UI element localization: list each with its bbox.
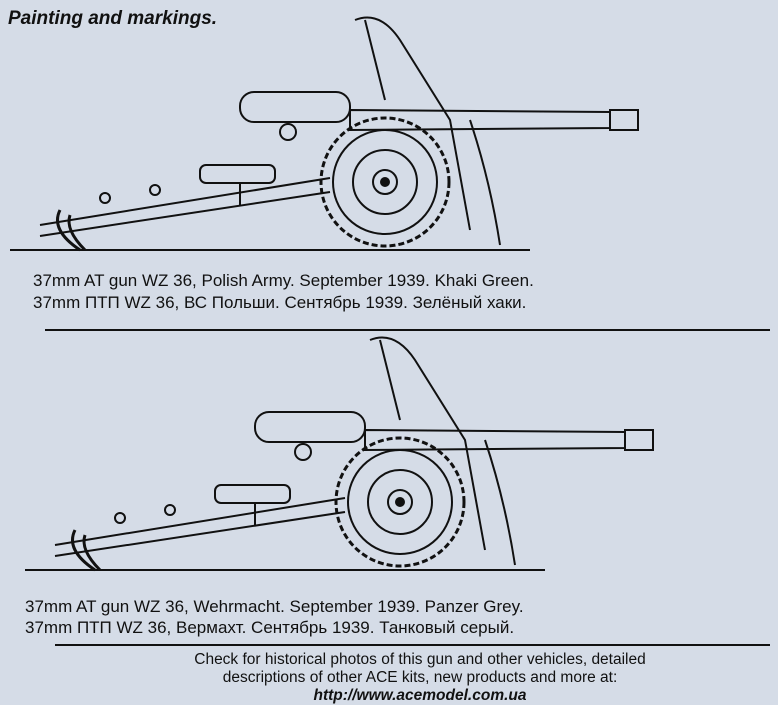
footer-line-1: Check for historical photos of this gun …	[194, 651, 646, 668]
footer: Check for historical photos of this gun …	[120, 651, 720, 705]
caption-ru-2: 37mm ПТП WZ 36, Вермахт. Сентябрь 1939. …	[25, 618, 515, 637]
gun-drawing-wehrmacht	[23, 336, 655, 572]
divider	[55, 644, 770, 646]
page-title: Painting and markings.	[8, 8, 218, 29]
divider	[45, 329, 770, 331]
footer-line-2: descriptions of other ACE kits, new prod…	[222, 669, 618, 686]
caption-en-2: 37mm AT gun WZ 36, Wehrmacht. September …	[25, 597, 524, 616]
caption-en-1: 37mm AT gun WZ 36, Polish Army. Septembe…	[33, 271, 534, 290]
gun-drawing-polish	[8, 16, 640, 252]
website-link[interactable]: http://www.acemodel.com.ua	[313, 687, 527, 704]
caption-ru-1: 37mm ПТП WZ 36, ВС Польши. Сентябрь 1939…	[33, 293, 527, 312]
